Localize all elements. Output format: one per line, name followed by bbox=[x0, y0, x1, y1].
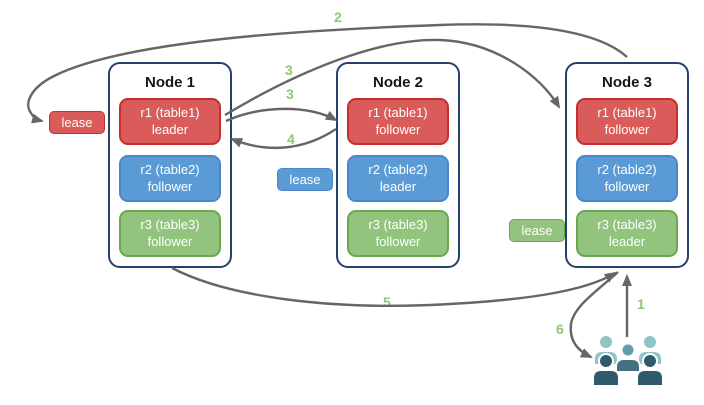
arrow-step-6-node3-to-clients bbox=[569, 271, 619, 359]
lease-label: lease bbox=[61, 115, 93, 130]
flow-step-2-label: 2 bbox=[334, 9, 342, 25]
node-3-replica-r3: r3 (table3) leader bbox=[576, 210, 678, 257]
flow-step-3-label-upper: 3 bbox=[285, 62, 293, 78]
node-1-replica-r1: r1 (table1) leader bbox=[119, 98, 221, 145]
replica-role: follower bbox=[375, 121, 421, 137]
arrow-step-3-node1-to-node2 bbox=[225, 107, 338, 123]
flow-step-6-label: 6 bbox=[556, 321, 564, 337]
node-1: Node 1 r1 (table1) leader r2 (table2) fo… bbox=[108, 62, 232, 268]
lease-label: lease bbox=[289, 172, 321, 187]
replica-role: follower bbox=[604, 178, 650, 194]
replica-name: r2 (table2) bbox=[368, 161, 428, 177]
replica-role: leader bbox=[379, 178, 417, 194]
flow-step-3-label-lower: 3 bbox=[286, 86, 294, 102]
lease-badge-table1: lease bbox=[49, 111, 105, 134]
replica-name: r3 (table3) bbox=[368, 216, 428, 232]
replica-name: r2 (table2) bbox=[597, 161, 657, 177]
user-front-left-head bbox=[598, 353, 614, 369]
arrow-step-4-node2-to-node1 bbox=[230, 128, 337, 149]
replica-role: leader bbox=[151, 121, 189, 137]
lease-badge-table3: lease bbox=[509, 219, 565, 242]
node-1-replica-r2: r2 (table2) follower bbox=[119, 155, 221, 202]
node-3-title: Node 3 bbox=[601, 74, 652, 91]
user-back-left-body bbox=[593, 350, 619, 366]
node-1-title: Node 1 bbox=[144, 74, 195, 91]
arrow-step-5-node1-to-node3 bbox=[171, 266, 617, 307]
node-1-replica-r3: r3 (table3) follower bbox=[119, 210, 221, 257]
flow-step-1-label: 1 bbox=[637, 296, 645, 312]
replica-role: leader bbox=[608, 233, 646, 249]
node-2-replica-r3: r3 (table3) follower bbox=[347, 210, 449, 257]
replica-role: follower bbox=[375, 233, 421, 249]
node-2-replica-r2: r2 (table2) leader bbox=[347, 155, 449, 202]
node-3-replica-r2: r2 (table2) follower bbox=[576, 155, 678, 202]
user-front-right-head bbox=[642, 353, 658, 369]
node-2-replica-r1: r1 (table1) follower bbox=[347, 98, 449, 145]
lease-label: lease bbox=[521, 223, 553, 238]
replica-role: follower bbox=[604, 121, 650, 137]
lease-badge-table2: lease bbox=[277, 168, 333, 191]
flow-step-4-label: 4 bbox=[287, 131, 295, 147]
user-center-head bbox=[620, 342, 636, 358]
replica-name: r3 (table3) bbox=[140, 216, 200, 232]
replica-name: r2 (table2) bbox=[140, 161, 200, 177]
user-front-right-body bbox=[636, 369, 664, 387]
flow-step-5-label: 5 bbox=[383, 294, 391, 310]
user-back-left-head bbox=[598, 334, 614, 350]
users-group-icon bbox=[592, 334, 664, 387]
node-2-title: Node 2 bbox=[372, 74, 423, 91]
replica-name: r1 (table1) bbox=[140, 104, 200, 120]
replica-name: r1 (table1) bbox=[368, 104, 428, 120]
replica-role: follower bbox=[147, 233, 193, 249]
node-3: Node 3 r1 (table1) follower r2 (table2) … bbox=[565, 62, 689, 268]
replica-name: r1 (table1) bbox=[597, 104, 657, 120]
replica-role: follower bbox=[147, 178, 193, 194]
user-front-left-body bbox=[592, 369, 620, 387]
user-back-right-body bbox=[637, 350, 663, 366]
user-back-right-head bbox=[642, 334, 658, 350]
replica-name: r3 (table3) bbox=[597, 216, 657, 232]
node-2: Node 2 r1 (table1) follower r2 (table2) … bbox=[336, 62, 460, 268]
node-3-replica-r1: r1 (table1) follower bbox=[576, 98, 678, 145]
user-center-body bbox=[615, 358, 641, 373]
